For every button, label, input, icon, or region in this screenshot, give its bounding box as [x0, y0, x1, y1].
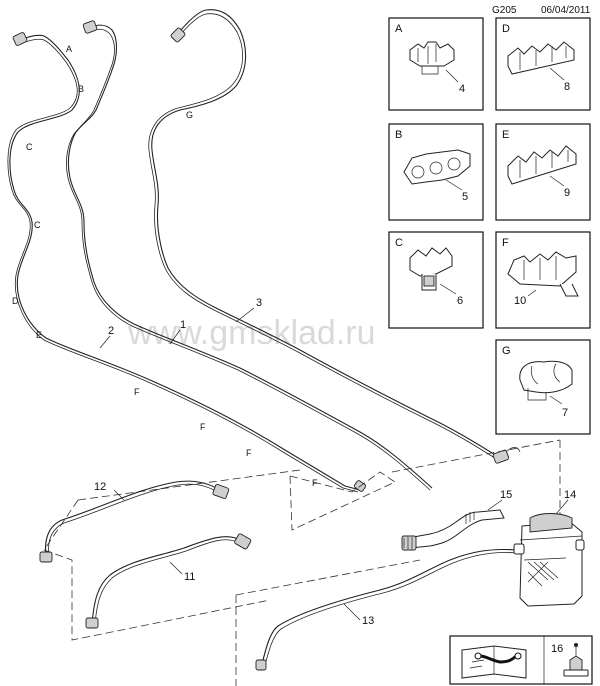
fitting-11b: [234, 533, 252, 550]
svg-text:14: 14: [564, 489, 576, 501]
svg-text:1: 1: [180, 319, 186, 331]
clip-box-a: A 4: [388, 17, 484, 111]
fitting-top-2: [12, 32, 28, 46]
connector-15: [401, 535, 417, 551]
fitting-11a: [85, 617, 99, 629]
legend-number: 16: [551, 643, 563, 655]
pipe-label-e: E: [36, 330, 42, 340]
clip-box-e: E 9: [495, 123, 591, 221]
svg-text:3: 3: [256, 297, 262, 309]
callout-11: 11: [169, 561, 195, 583]
svg-text:C: C: [395, 237, 403, 249]
fitting-top-3: [170, 27, 186, 43]
pipe-label-f1: F: [134, 387, 140, 397]
svg-text:2: 2: [108, 325, 114, 337]
svg-text:7: 7: [562, 407, 568, 419]
pipe-label-a: A: [66, 44, 72, 54]
pipe-label-c1: C: [26, 142, 33, 152]
diagram-code: G205: [492, 5, 517, 16]
clip-box-g: G 7: [495, 339, 591, 435]
pipe-label-c2: C: [34, 220, 41, 230]
callout-12: 12: [94, 481, 125, 501]
pipe-2: [7, 32, 367, 493]
svg-text:8: 8: [564, 81, 570, 93]
pipe-label-g: G: [186, 110, 193, 120]
svg-text:E: E: [502, 129, 509, 141]
diagram-date: 06/04/2011: [541, 5, 591, 16]
pipe-label-f3: F: [246, 448, 252, 458]
canister-14: [513, 513, 585, 607]
svg-text:9: 9: [564, 187, 570, 199]
svg-text:13: 13: [362, 615, 374, 627]
fitting-13: [255, 659, 267, 671]
pipe-label-b: B: [78, 84, 84, 94]
callout-2: 2: [99, 325, 114, 349]
clip-box-c: C 6: [388, 231, 484, 329]
pipe-13: [255, 548, 517, 671]
fitting-top-1: [82, 20, 98, 34]
svg-text:5: 5: [462, 191, 468, 203]
fitting-12a: [39, 551, 53, 563]
svg-text:15: 15: [500, 489, 512, 501]
clip-box-d: D 8: [495, 17, 591, 111]
part-16-icon: [563, 643, 589, 677]
svg-text:11: 11: [184, 571, 195, 583]
callout-1: 1: [169, 319, 186, 345]
pipe-label-f4: F: [312, 478, 318, 488]
legend-box: 16: [449, 635, 593, 685]
svg-text:D: D: [502, 23, 510, 35]
watermark: www.gmsklad.ru: [127, 314, 376, 352]
svg-text:A: A: [395, 23, 403, 35]
clip-box-b: B 5: [388, 123, 484, 221]
svg-text:10: 10: [514, 295, 526, 307]
fitting-end-3: [492, 447, 521, 464]
svg-text:F: F: [502, 237, 509, 249]
svg-text:6: 6: [457, 295, 463, 307]
hose-15: [401, 509, 505, 551]
svg-text:G: G: [502, 345, 511, 357]
pipe-1: [66, 20, 433, 491]
pipe-label-d: D: [12, 296, 19, 306]
fitting-12b: [212, 484, 230, 499]
svg-text:12: 12: [94, 481, 106, 493]
svg-text:4: 4: [459, 83, 465, 95]
clip-box-f: F 10: [495, 231, 591, 329]
pipe-12: [39, 480, 230, 563]
callout-15: 15: [487, 489, 512, 511]
pipe-3: [148, 9, 521, 464]
callout-13: 13: [343, 603, 374, 627]
pipe-label-f2: F: [200, 422, 206, 432]
svg-text:B: B: [395, 129, 402, 141]
pipe-11: [85, 533, 252, 629]
callout-3: 3: [235, 297, 262, 323]
book-wrench-icon: [461, 645, 527, 679]
callout-14: 14: [555, 489, 576, 515]
